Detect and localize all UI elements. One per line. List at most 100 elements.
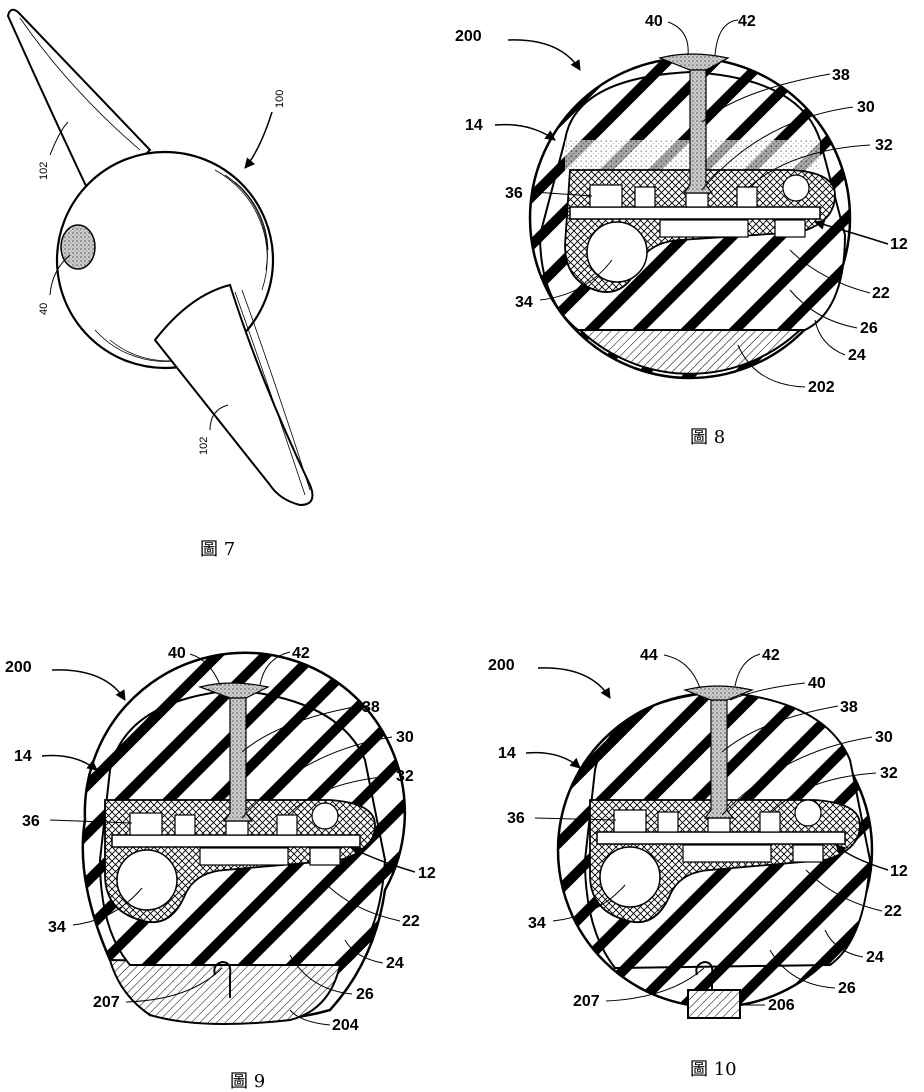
label-30: 30 xyxy=(875,729,893,746)
label-102-upper: 102 xyxy=(38,162,50,180)
leader-40 xyxy=(49,254,71,296)
leader-32 xyxy=(287,775,393,816)
leader-200 xyxy=(537,667,611,699)
component-32 xyxy=(736,186,758,208)
label-36: 36 xyxy=(507,810,525,827)
label-26: 26 xyxy=(838,980,856,997)
label-200: 200 xyxy=(488,657,515,674)
leader-30 xyxy=(241,736,393,819)
leader-22 xyxy=(321,879,401,922)
fin-lower-shade xyxy=(234,291,306,496)
leader-34 xyxy=(552,884,626,922)
leader-26 xyxy=(769,949,836,989)
component-36 xyxy=(589,184,623,208)
leader-12 xyxy=(835,844,889,871)
leader-102-upper xyxy=(49,121,69,156)
caption-fig10: 圖 10 xyxy=(690,1059,737,1080)
label-42: 42 xyxy=(738,13,756,30)
sphere-shading-2 xyxy=(224,174,268,271)
leader-32 xyxy=(771,772,877,813)
sphere-shading-3 xyxy=(234,181,269,251)
leader-200 xyxy=(51,669,126,701)
label-12: 12 xyxy=(418,865,436,882)
label-200: 200 xyxy=(455,28,482,45)
fin-lower-shade-2 xyxy=(241,289,311,491)
leader-14 xyxy=(41,754,98,771)
label-34: 34 xyxy=(515,294,533,311)
label-38: 38 xyxy=(832,67,850,84)
label-40: 40 xyxy=(808,675,826,692)
base-204 xyxy=(108,958,342,1025)
figure-9: 200 40 42 38 30 32 14 36 12 34 22 24 26 … xyxy=(5,645,436,1092)
label-30: 30 xyxy=(857,99,875,116)
leader-14 xyxy=(494,123,556,141)
label-14: 14 xyxy=(465,117,483,134)
label-38: 38 xyxy=(840,699,858,716)
board-12 xyxy=(596,831,846,845)
leader-24 xyxy=(824,929,864,958)
leader-38 xyxy=(701,73,831,123)
label-24: 24 xyxy=(386,955,404,972)
label-200: 200 xyxy=(5,659,32,676)
chip-under-2 xyxy=(774,219,806,238)
label-14: 14 xyxy=(498,745,516,762)
leader-102-lower xyxy=(209,404,229,431)
sensor-30 xyxy=(685,192,709,208)
fin-lower xyxy=(153,283,314,507)
label-34: 34 xyxy=(48,919,66,936)
fin-upper-shade xyxy=(19,17,141,151)
leader-12 xyxy=(813,219,889,245)
hook-207 xyxy=(213,960,232,998)
component-small xyxy=(634,186,656,208)
leader-30 xyxy=(701,106,854,191)
chip-under-2 xyxy=(309,847,341,866)
figure-10: 200 44 42 40 38 30 32 14 36 12 34 22 24 … xyxy=(488,647,908,1080)
label-22: 22 xyxy=(872,285,890,302)
label-204: 204 xyxy=(332,1017,359,1034)
window-44-42 xyxy=(683,685,755,701)
component-36 xyxy=(613,809,647,833)
label-102-lower: 102 xyxy=(198,437,210,455)
leader-14 xyxy=(525,751,581,769)
window-40-42 xyxy=(658,53,730,71)
leader-24 xyxy=(814,319,846,356)
label-26: 26 xyxy=(356,986,374,1003)
leader-24 xyxy=(344,939,384,964)
board-12 xyxy=(569,206,821,220)
label-14: 14 xyxy=(14,748,32,765)
component-36 xyxy=(129,812,163,836)
label-32: 32 xyxy=(875,137,893,154)
leader-100 xyxy=(244,111,273,169)
battery-34 xyxy=(116,849,178,911)
leader-36 xyxy=(49,819,133,824)
leader-40 xyxy=(667,21,689,56)
caption-fig9: 圖 9 xyxy=(230,1071,265,1092)
label-34: 34 xyxy=(528,915,546,932)
label-38: 38 xyxy=(362,699,380,716)
leader-200 xyxy=(507,39,581,71)
leader-42 xyxy=(714,19,739,56)
caption-fig7: 圖 7 xyxy=(200,539,235,560)
leader-42 xyxy=(259,651,291,686)
leader-22 xyxy=(789,249,871,294)
label-30: 30 xyxy=(396,729,414,746)
label-207: 207 xyxy=(93,994,120,1011)
battery-34 xyxy=(586,221,648,283)
leader-207 xyxy=(125,967,223,1003)
component-small xyxy=(657,811,679,833)
component-circle xyxy=(311,802,339,830)
label-36: 36 xyxy=(22,813,40,830)
label-32: 32 xyxy=(396,768,414,785)
figure-8: 200 40 42 38 30 32 14 36 12 34 22 26 24 … xyxy=(455,13,908,448)
component-small xyxy=(174,814,196,836)
leader-26 xyxy=(789,289,858,329)
leader-207 xyxy=(605,967,705,1002)
leader-22 xyxy=(805,869,883,912)
leader-202 xyxy=(737,344,806,388)
component-32 xyxy=(276,814,298,836)
base-206 xyxy=(687,989,741,1019)
label-206: 206 xyxy=(768,997,795,1014)
leader-34 xyxy=(72,887,143,926)
chip-under xyxy=(682,844,772,863)
label-22: 22 xyxy=(402,913,420,930)
